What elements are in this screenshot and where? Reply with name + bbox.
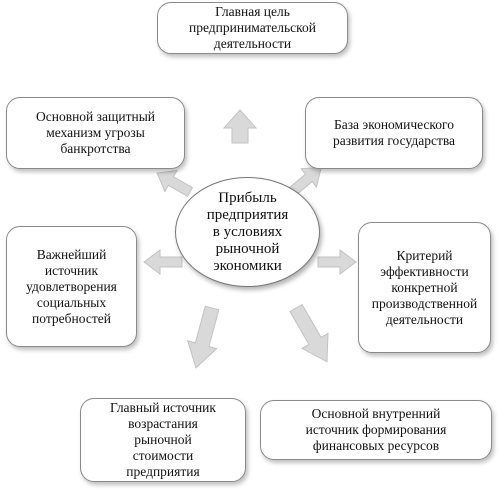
box-financial-resources-source: Основной внутренний источник формировани… (260, 400, 492, 460)
box-efficiency-criterion: Критерий эффективности конкретной произв… (358, 222, 491, 353)
box-social-needs-text: Важнейший источник удовлетворения социал… (26, 246, 117, 326)
box-state-development-text: База экономического развития государства (332, 117, 456, 148)
box-market-value-source-text: Главный источник возрастания рыночной ст… (110, 400, 216, 479)
arrow-bottom-right (289, 303, 329, 363)
box-efficiency-criterion-text: Критерий эффективности конкретной произв… (371, 247, 478, 327)
box-social-needs: Важнейший источник удовлетворения социал… (6, 226, 137, 347)
arrow-bottom-left (186, 305, 220, 369)
box-bankruptcy-protection-text: Основной защитный механизм угрозы банкро… (35, 109, 156, 156)
center-profit-text: Прибыль предприятия в условиях рыночной … (206, 189, 289, 274)
box-bankruptcy-protection: Основной защитный механизм угрозы банкро… (6, 97, 185, 169)
arrow-up (222, 109, 258, 144)
box-financial-resources-source-text: Основной внутренний источник формировани… (305, 406, 447, 453)
box-state-development: База экономического развития государства (305, 97, 483, 169)
box-market-value-source: Главный источник возрастания рыночной ст… (80, 398, 246, 482)
box-main-goal: Главная цель предпринимательской деятель… (157, 2, 348, 54)
center-profit-ellipse: Прибыль предприятия в условиях рыночной … (175, 177, 320, 287)
arrow-right (317, 249, 357, 275)
box-main-goal-text: Главная цель предпринимательской деятель… (188, 4, 317, 51)
arrow-left (143, 249, 183, 275)
